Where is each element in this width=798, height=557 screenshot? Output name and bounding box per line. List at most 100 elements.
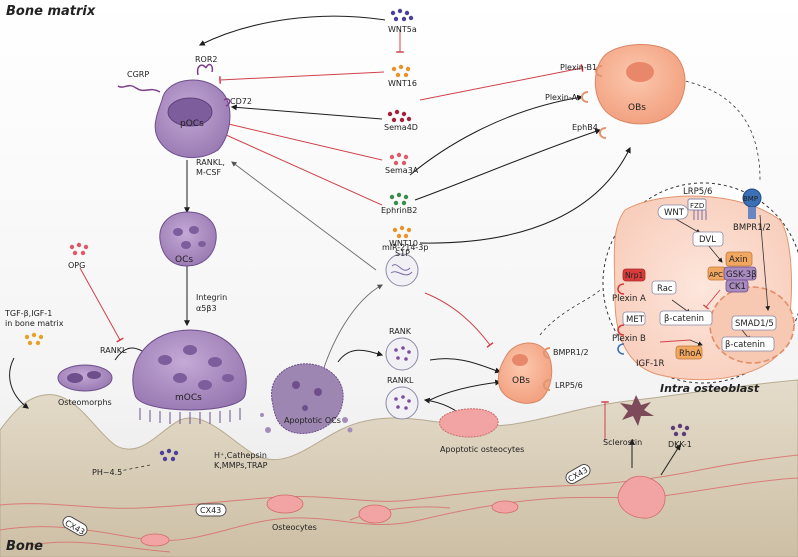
label-plexin-a: Plexin-A bbox=[545, 93, 578, 102]
poc-cell bbox=[154, 79, 231, 159]
fzd-lrp-receptor bbox=[687, 198, 707, 220]
intra-receptor-arcs bbox=[617, 283, 625, 336]
label-tgf-2: in bone matrix bbox=[5, 319, 64, 328]
label-rankl: RANKL bbox=[100, 346, 127, 355]
signal-dots bbox=[24, 8, 690, 462]
intra-smad15: SMAD1/5 bbox=[735, 319, 774, 329]
osteocyte-cells bbox=[140, 475, 666, 547]
label-cx43-2: CX43 bbox=[200, 506, 221, 515]
moc-cell bbox=[132, 329, 247, 424]
intra-osteoblast bbox=[602, 182, 798, 384]
label-sema3a: Sema3A bbox=[385, 166, 419, 175]
label-mocs: mOCs bbox=[175, 393, 202, 403]
ephrinb2-dots bbox=[389, 192, 409, 206]
intra-plexin-a: Plexin A bbox=[612, 294, 646, 304]
label-ph: PH~4.5 bbox=[92, 468, 122, 477]
dashed-lines bbox=[119, 79, 761, 472]
intra-wnt: WNT bbox=[664, 208, 685, 218]
rank-vesicle bbox=[385, 337, 419, 371]
intra-nrp1: Nrp1 bbox=[625, 271, 643, 280]
intra-rhoa: RhoA bbox=[679, 349, 701, 359]
label-bmpr12-ob: BMPR1/2 bbox=[553, 348, 589, 357]
intra-dvl: DVL bbox=[699, 235, 716, 245]
label-wnt16: WNT16 bbox=[388, 79, 417, 88]
label-rankl-mcsf-2: M-CSF bbox=[196, 168, 221, 177]
intra-axin: Axin bbox=[729, 255, 748, 265]
label-lrp56-ob: LRP5/6 bbox=[555, 381, 583, 390]
wnt10-dots bbox=[392, 225, 412, 239]
label-wnt5a: WNT5a bbox=[388, 25, 417, 34]
label-wnt10: WNT10 bbox=[389, 239, 418, 248]
oc-cell bbox=[159, 211, 217, 267]
label-rankl-vesicle: RANKL bbox=[387, 376, 414, 385]
tgf-dots bbox=[24, 332, 44, 346]
intra-beta-catenin-1: β-catenin bbox=[664, 314, 704, 324]
intra-plexin-b: Plexin B bbox=[612, 334, 646, 344]
label-ocs: OCs bbox=[175, 255, 193, 265]
intra-rac: Rac bbox=[657, 284, 673, 294]
mir-vesicle bbox=[385, 253, 419, 287]
label-s1p: S1P bbox=[395, 249, 410, 258]
intra-boxes bbox=[622, 204, 777, 360]
label-ephb4: EphB4 bbox=[572, 123, 598, 132]
label-mir: miR-214-3p bbox=[382, 243, 428, 252]
sema4d-dots bbox=[387, 109, 412, 123]
title-bone-matrix: Bone matrix bbox=[6, 4, 96, 19]
label-integrin-2: α5β3 bbox=[196, 304, 217, 313]
label-cd72: CD72 bbox=[230, 97, 252, 106]
label-obs-mid: OBs bbox=[512, 376, 530, 386]
sema3a-dots bbox=[389, 152, 409, 166]
sclerostin-osteocyte bbox=[620, 395, 654, 426]
label-ephrinb2: EphrinB2 bbox=[381, 206, 417, 215]
intra-igf1r: IGF-1R bbox=[636, 359, 664, 369]
opg-dots bbox=[69, 242, 89, 256]
intra-met: MET bbox=[626, 315, 645, 325]
label-sema4d: Sema4D bbox=[384, 123, 418, 132]
intra-inhibit bbox=[659, 289, 721, 343]
label-tgf-1: TGF-β,IGF-1 bbox=[4, 309, 52, 318]
ob-receptors bbox=[543, 65, 607, 391]
intra-apc: APC bbox=[709, 271, 723, 279]
label-osteocytes: Osteocytes bbox=[272, 523, 317, 532]
title-intra-osteoblast: Intra osteoblast bbox=[660, 382, 760, 395]
label-sclerostin: Sclerostin bbox=[603, 438, 642, 447]
rankl-vesicle bbox=[385, 386, 419, 420]
label-h-1: H⁺,Cathepsin bbox=[214, 451, 267, 460]
title-bone: Bone bbox=[6, 539, 43, 554]
label-plexin-b1: Plexin-B1 bbox=[560, 63, 597, 72]
inhibition-arrows bbox=[79, 30, 609, 440]
label-dkk1: DKK-1 bbox=[668, 440, 692, 449]
label-obs-top: OBs bbox=[628, 103, 646, 113]
cd72-receptor bbox=[223, 98, 231, 107]
dkk1-dots bbox=[670, 423, 690, 437]
bmp-ligand bbox=[742, 188, 762, 219]
wnt16-dots bbox=[391, 64, 411, 78]
cx43-badges bbox=[62, 464, 591, 536]
igf1r-arc bbox=[617, 343, 625, 355]
label-cgrp: CGRP bbox=[127, 70, 149, 79]
label-opg: OPG bbox=[68, 261, 85, 270]
ror2-receptor bbox=[196, 63, 214, 76]
intra-lrp56: LRP5/6 bbox=[683, 187, 712, 197]
label-apoptotic-ocs: Apoptotic OCs bbox=[284, 416, 341, 425]
label-rank-vesicle: RANK bbox=[389, 327, 412, 336]
intra-bmp: BMP bbox=[743, 195, 758, 203]
intra-gsk3b: GSK-3β bbox=[726, 270, 757, 280]
label-h-2: K,MMPs,TRAP bbox=[214, 461, 268, 470]
ob-top-cell bbox=[594, 44, 686, 125]
wnt5a-dots bbox=[390, 8, 414, 22]
label-apoptotic-osteocytes: Apoptotic osteocytes bbox=[440, 445, 524, 454]
intra-ck1: CK1 bbox=[729, 282, 746, 292]
label-pocs: pOCs bbox=[180, 119, 204, 129]
label-osteomorphs: Osteomorphs bbox=[58, 398, 112, 407]
ob-mid-cell bbox=[497, 342, 553, 404]
label-integrin-1: Integrin bbox=[196, 293, 227, 302]
apoptotic-osteocyte bbox=[439, 408, 499, 438]
label-ror2: ROR2 bbox=[195, 55, 218, 64]
apoptotic-oc-cell bbox=[260, 363, 353, 434]
cgrp-receptor bbox=[117, 84, 161, 93]
osteomorph-cell bbox=[57, 364, 113, 392]
intra-fzd: FZD bbox=[690, 202, 704, 210]
